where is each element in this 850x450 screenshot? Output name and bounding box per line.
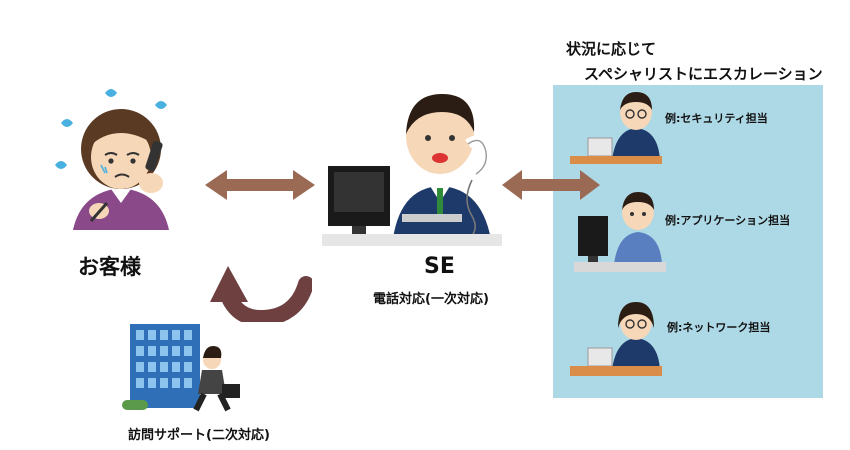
specialist-label-network: 例:ネットワーク担当 bbox=[667, 321, 771, 334]
customer-se-double-arrow bbox=[205, 170, 315, 200]
specialist-label-application: 例:アプリケーション担当 bbox=[665, 214, 791, 227]
escalation-title-line2: スペシャリストにエスカレーション bbox=[584, 65, 823, 83]
customer-illustration bbox=[55, 89, 169, 230]
se-label: SE bbox=[424, 254, 455, 279]
customer-label: お客様 bbox=[78, 255, 141, 279]
return-arrow bbox=[210, 266, 312, 322]
specialist-label-security: 例:セキュリティ担当 bbox=[665, 112, 768, 125]
visit-support-label: 訪問サポート(二次対応) bbox=[128, 428, 270, 443]
security-specialist-illustration bbox=[570, 92, 662, 164]
visit-support-illustration bbox=[122, 324, 240, 412]
se-illustration bbox=[322, 94, 502, 246]
application-specialist-illustration bbox=[574, 192, 666, 272]
se-sublabel: 電話対応(一次対応) bbox=[373, 292, 489, 307]
se-specialist-double-arrow bbox=[502, 170, 600, 200]
network-specialist-illustration bbox=[570, 302, 662, 376]
escalation-title-line1: 状況に応じて bbox=[566, 40, 657, 58]
